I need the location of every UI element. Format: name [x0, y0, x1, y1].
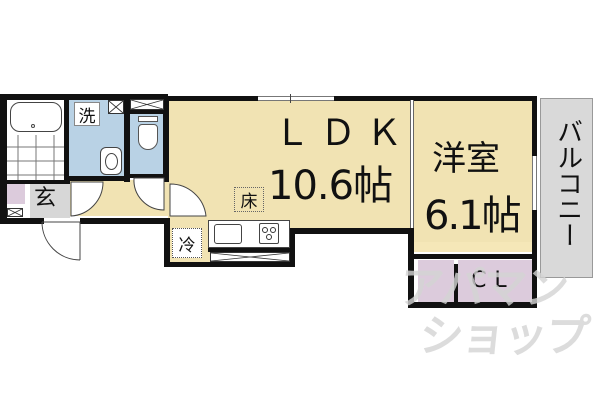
wall — [0, 94, 168, 100]
wall — [408, 228, 414, 308]
wall — [410, 254, 536, 259]
wall — [0, 180, 70, 184]
western-room-name: 洋室 — [432, 139, 500, 179]
balcony-floor — [540, 98, 593, 278]
wall — [0, 94, 7, 224]
entrance-floor — [30, 182, 70, 218]
wall — [164, 262, 294, 267]
sliding-partition[interactable] — [410, 100, 414, 235]
wall — [532, 96, 537, 156]
wall — [64, 98, 69, 182]
pipe-shaft-icon — [130, 99, 164, 110]
washbasin-bowl-icon — [105, 153, 118, 170]
refrigerator-space: 冷 — [172, 228, 202, 258]
storage-shelf-icon — [210, 252, 290, 262]
wall — [163, 98, 169, 182]
entrance-label: 玄 — [34, 186, 57, 211]
toilet-door[interactable] — [132, 176, 166, 212]
western-room-threshold — [414, 242, 534, 252]
western-room-size: 6.1帖 — [424, 193, 522, 239]
ldk-size: 10.6帖 — [268, 163, 393, 209]
bathtub-icon — [10, 102, 62, 132]
wall — [67, 176, 129, 181]
washroom-door[interactable] — [69, 180, 105, 218]
ldk-name: ＬＤＫ — [274, 113, 413, 154]
wall — [334, 96, 536, 101]
bathtub-drain-icon — [31, 124, 35, 128]
wall — [290, 228, 410, 234]
western-room-floor — [414, 100, 534, 250]
closet-label: CL — [471, 268, 515, 293]
pipe-shaft-icon — [108, 100, 124, 114]
ldk-window[interactable] — [258, 96, 334, 101]
ldk-door[interactable] — [168, 182, 210, 218]
wall — [124, 98, 130, 182]
wall — [80, 218, 168, 224]
wall — [208, 248, 294, 252]
floor-storage-hatch[interactable]: 床 — [234, 187, 264, 212]
wall — [128, 110, 166, 114]
sink-icon — [214, 224, 242, 244]
window-divider — [290, 94, 291, 103]
bathroom-tile-grid — [6, 135, 66, 183]
stove-icon — [259, 223, 279, 244]
watermark-line2: ショップ — [416, 311, 591, 362]
balcony-window[interactable] — [532, 156, 537, 210]
ldk-floor — [168, 100, 411, 233]
shoe-storage — [7, 182, 25, 204]
wall — [532, 210, 537, 308]
wall — [0, 218, 44, 224]
closet-right-floor — [458, 260, 532, 302]
toilet-tank-icon — [138, 116, 158, 122]
front-door[interactable] — [40, 220, 84, 264]
pipe-shaft-icon — [7, 208, 23, 217]
wall — [290, 228, 295, 267]
wall — [166, 96, 258, 101]
balcony-label: バルコニー — [552, 118, 583, 248]
closet-left-floor — [418, 260, 454, 302]
washroom-label: 洗 — [74, 102, 100, 127]
wall — [408, 302, 537, 308]
toilet-bowl-icon — [138, 124, 158, 150]
wall — [454, 264, 458, 304]
wall — [128, 174, 166, 178]
wall — [164, 218, 170, 266]
